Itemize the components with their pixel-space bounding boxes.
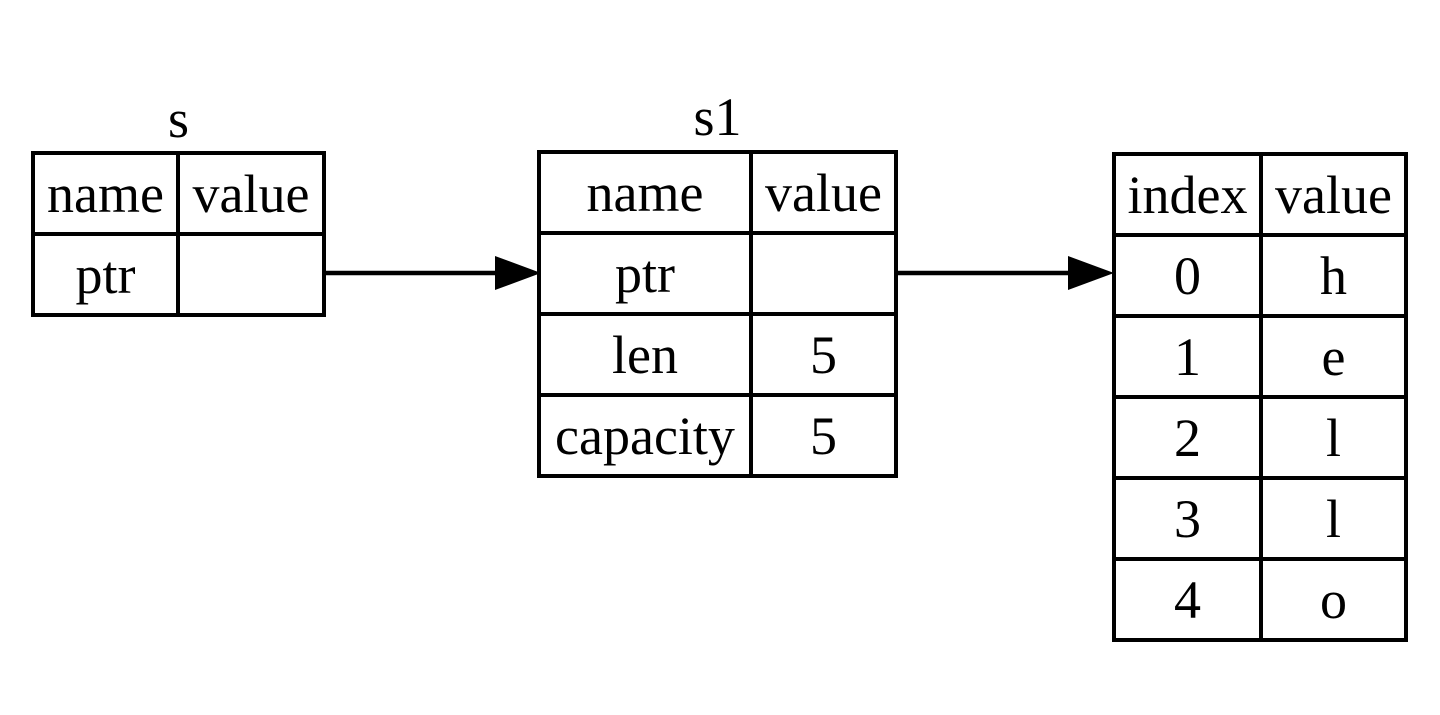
s1-capacity-value-cell: 5 [749,393,898,478]
table-row: index value [1112,152,1408,237]
table-row: ptr [31,232,326,317]
table-row: capacity 5 [537,393,898,478]
heap-value-1-cell: e [1259,314,1408,399]
table-row: 0 h [1112,233,1408,318]
table-s1-title: s1 [693,87,742,147]
heap-value-2-cell: l [1259,395,1408,480]
heap-value-0-cell: h [1259,233,1408,318]
header-value: value [749,150,898,235]
table-row: 4 o [1112,557,1408,642]
header-name: name [537,150,753,235]
table-row: name value [537,150,898,235]
s1-ptr-name-cell: ptr [537,231,753,316]
table-row: name value [31,151,326,236]
header-name: name [31,151,180,236]
heap-index-1-cell: 1 [1112,314,1263,399]
heap-index-3-cell: 3 [1112,476,1263,561]
heap-value-4-cell: o [1259,557,1408,642]
table-row: 2 l [1112,395,1408,480]
heap-value-3-cell: l [1259,476,1408,561]
header-value: value [176,151,326,236]
heap-index-4-cell: 4 [1112,557,1263,642]
s1-ptr-value-cell [749,231,898,316]
table-s-title: s [167,89,189,149]
table-s: name value ptr [31,151,326,317]
heap-index-2-cell: 2 [1112,395,1263,480]
table-row: 1 e [1112,314,1408,399]
table-row: len 5 [537,312,898,397]
table-heap: index value 0 h 1 e 2 l 3 l 4 o [1112,152,1408,642]
s-ptr-name-cell: ptr [31,232,180,317]
s-ptr-value-cell [176,232,326,317]
s1-len-value-cell: 5 [749,312,898,397]
header-index: index [1112,152,1263,237]
s1-capacity-name-cell: capacity [537,393,753,478]
table-s1: name value ptr len 5 capacity 5 [537,150,898,478]
table-row: 3 l [1112,476,1408,561]
heap-index-0-cell: 0 [1112,233,1263,318]
header-value: value [1259,152,1408,237]
s1-len-name-cell: len [537,312,753,397]
table-row: ptr [537,231,898,316]
